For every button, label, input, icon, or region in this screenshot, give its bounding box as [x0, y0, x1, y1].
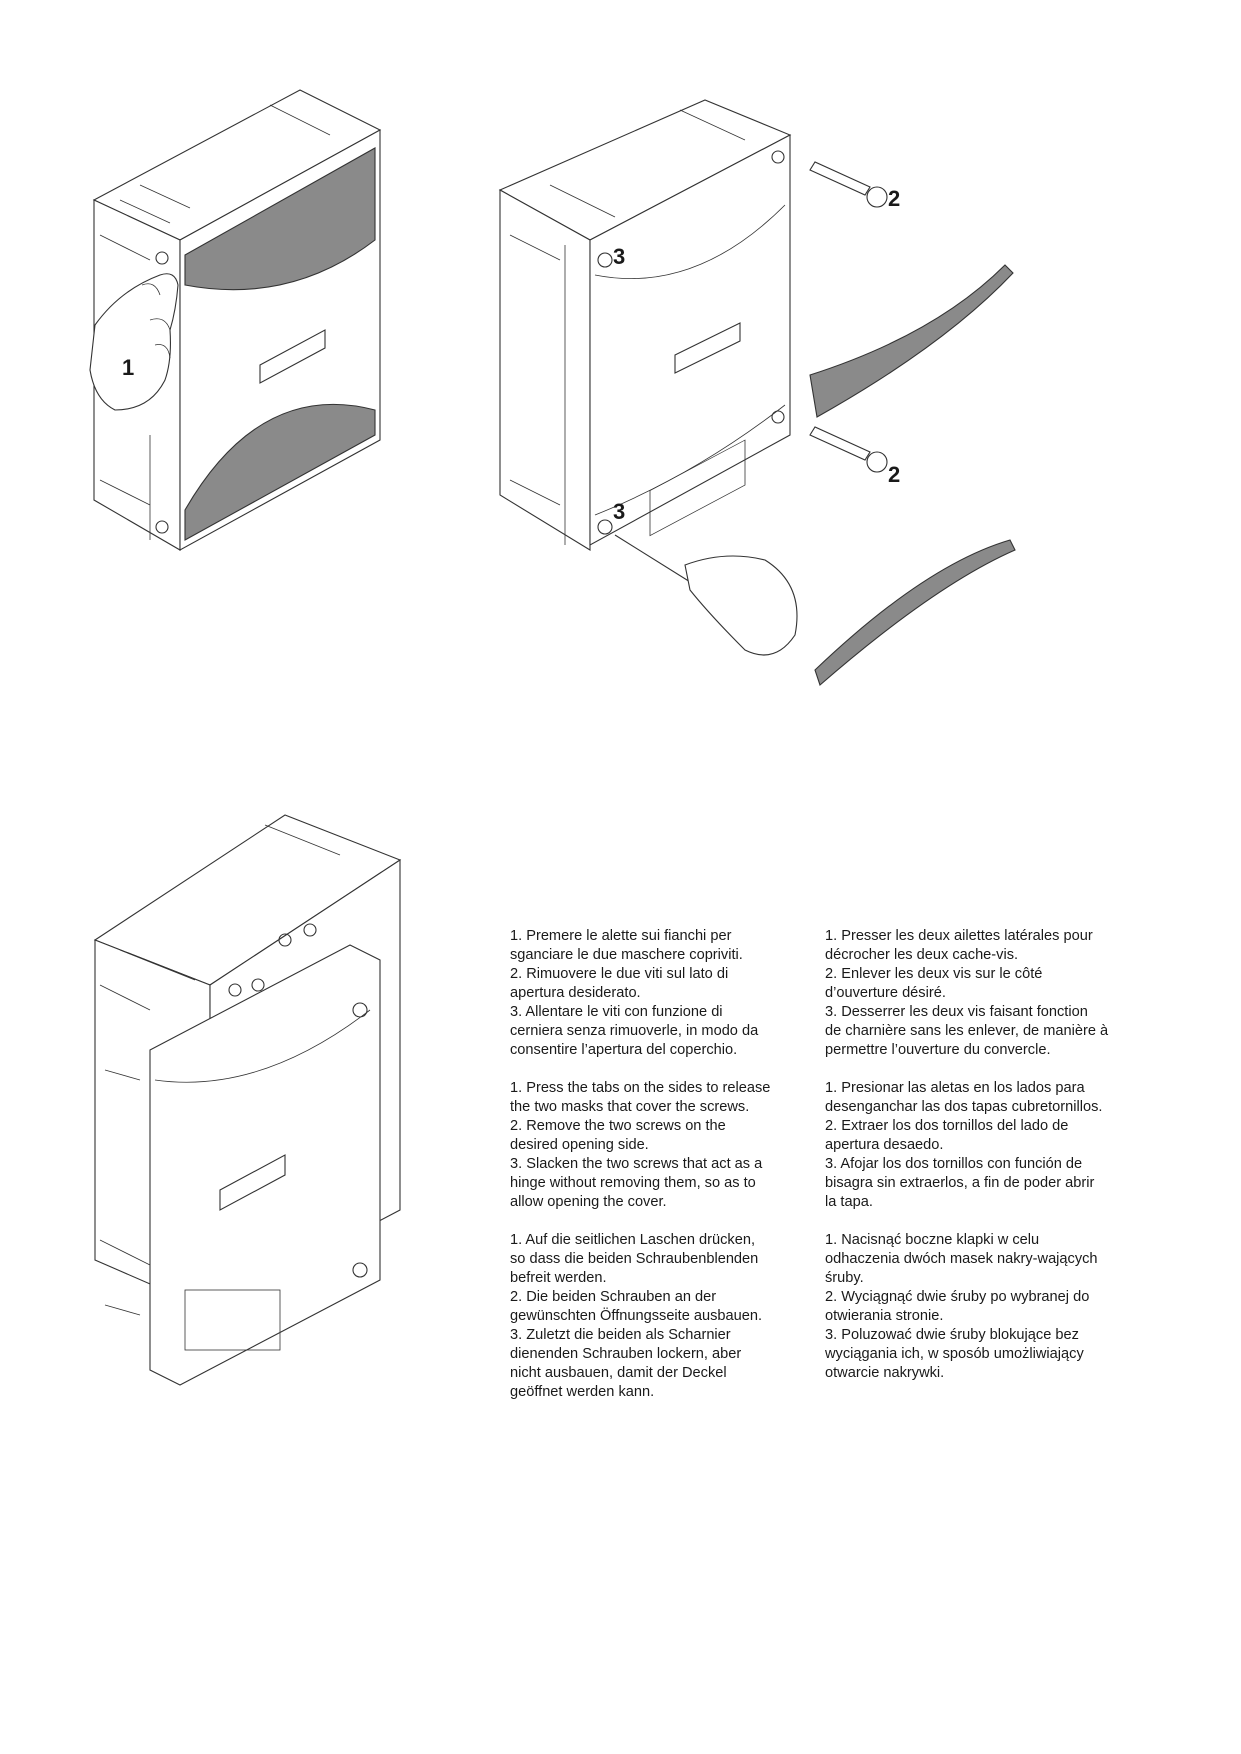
instruction-line: befreit werden. [510, 1270, 607, 1286]
instructions-spanish: 1. Presionar las aletas en los lados par… [825, 1079, 1145, 1212]
instruction-line: 3. Zuletzt die beiden als Scharnier [510, 1327, 731, 1343]
screw-top [809, 161, 888, 208]
instruction-line: 1. Presionar las aletas en los lados par… [825, 1080, 1085, 1096]
instruction-line: 3. Afojar los dos tornillos con función … [825, 1156, 1083, 1172]
instructions-right-column: 1. Presser les deux ailettes latérales p… [825, 927, 1145, 1402]
instructions-english: 1. Press the tabs on the sides to releas… [510, 1079, 800, 1212]
instruction-line: 3. Allentare le viti con funzione di [510, 1004, 723, 1020]
instruction-line: d’ouverture désiré. [825, 985, 946, 1001]
figure-remove-screws: 2 2 3 3 [495, 95, 1035, 715]
instruction-line: 2. Wyciągnąć dwie śruby po wybranej do [825, 1289, 1090, 1305]
instructions-italian: 1. Premere le alette sui fianchi per sga… [510, 927, 800, 1060]
instruction-line: 1. Press the tabs on the sides to releas… [510, 1080, 771, 1096]
instruction-line: sganciare le due maschere copriviti. [510, 947, 743, 963]
figure-release-masks: 1 [80, 80, 430, 620]
instruction-line: 1. Nacisnąć boczne klapki w celu [825, 1232, 1040, 1248]
callout-2-top: 2 [888, 186, 901, 211]
instruction-line: so dass die beiden Schraubenblenden [510, 1251, 759, 1267]
instruction-line: permettre l’ouverture du convercle. [825, 1042, 1051, 1058]
instruction-line: 3. Slacken the two screws that act as a [510, 1156, 763, 1172]
instruction-line: décrocher les deux cache-vis. [825, 947, 1019, 963]
instruction-line: 1. Auf die seitlichen Laschen drücken, [510, 1232, 756, 1248]
figure-cover-open [80, 810, 420, 1470]
instruction-line: 2. Extraer los dos tornillos del lado de [825, 1118, 1069, 1134]
instruction-line: desired opening side. [510, 1137, 649, 1153]
instruction-line: wyciągania ich, w sposób umożliwiający [825, 1346, 1084, 1362]
callout-1: 1 [122, 355, 135, 380]
instruction-line: hinge without removing them, so as to [510, 1175, 756, 1191]
enclosure-drawing [89, 89, 382, 551]
screw-bottom [809, 426, 888, 473]
instruction-line: cerniera senza rimuoverle, in modo da [510, 1023, 759, 1039]
instruction-line: 2. Die beiden Schrauben an der [510, 1289, 717, 1305]
instruction-line: gewünschten Öffnungsseite ausbauen. [510, 1308, 763, 1324]
instruction-line: apertura desaedo. [825, 1137, 944, 1153]
callout-3-top: 3 [613, 244, 626, 269]
instruction-line: 2. Enlever les deux vis sur le côté [825, 966, 1043, 982]
instruction-line: consentire l’apertura del coperchio. [510, 1042, 738, 1058]
instruction-line: 2. Rimuovere le due viti sul lato di [510, 966, 729, 982]
callout-3-bottom: 3 [613, 499, 626, 524]
instruction-line: desenganchar las dos tapas cubretornillo… [825, 1099, 1103, 1115]
instruction-line: 3. Poluzować dwie śruby blokujące bez [825, 1327, 1079, 1343]
instructions-polish: 1. Nacisnąć boczne klapki w celu odhacze… [825, 1231, 1145, 1383]
instructions-german: 1. Auf die seitlichen Laschen drücken, s… [510, 1231, 800, 1402]
instructions-left-column: 1. Premere le alette sui fianchi per sga… [510, 927, 800, 1421]
instruction-line: geöffnet werden kann. [510, 1384, 655, 1400]
instruction-line: otwierania stronie. [825, 1308, 944, 1324]
instruction-line: 3. Desserrer les deux vis faisant foncti… [825, 1004, 1088, 1020]
instruction-line: apertura desiderato. [510, 985, 641, 1001]
instruction-line: bisagra sin extraerlos, a fin de poder a… [825, 1175, 1095, 1191]
callout-2-bottom: 2 [888, 462, 901, 487]
instruction-line: 1. Presser les deux ailettes latérales p… [825, 928, 1093, 944]
instruction-line: 2. Remove the two screws on the [510, 1118, 726, 1134]
instructions-french: 1. Presser les deux ailettes latérales p… [825, 927, 1145, 1060]
enclosure-open-drawing [93, 814, 402, 1386]
enclosure-with-parts-drawing [498, 99, 1016, 686]
instruction-line: dienenden Schrauben lockern, aber [510, 1346, 742, 1362]
instruction-line: odhaczenia dwóch masek nakry-wających [825, 1251, 1098, 1267]
instruction-line: nicht ausbauen, damit der Deckel [510, 1365, 727, 1381]
instruction-line: the two masks that cover the screws. [510, 1099, 750, 1115]
instruction-line: 1. Premere le alette sui fianchi per [510, 928, 732, 944]
instruction-line: allow opening the cover. [510, 1194, 667, 1210]
instruction-line: de charnière sans les enlever, de manièr… [825, 1023, 1109, 1039]
instruction-line: otwarcie nakrywki. [825, 1365, 945, 1381]
instruction-line: la tapa. [825, 1194, 873, 1210]
instruction-line: śruby. [825, 1270, 864, 1286]
